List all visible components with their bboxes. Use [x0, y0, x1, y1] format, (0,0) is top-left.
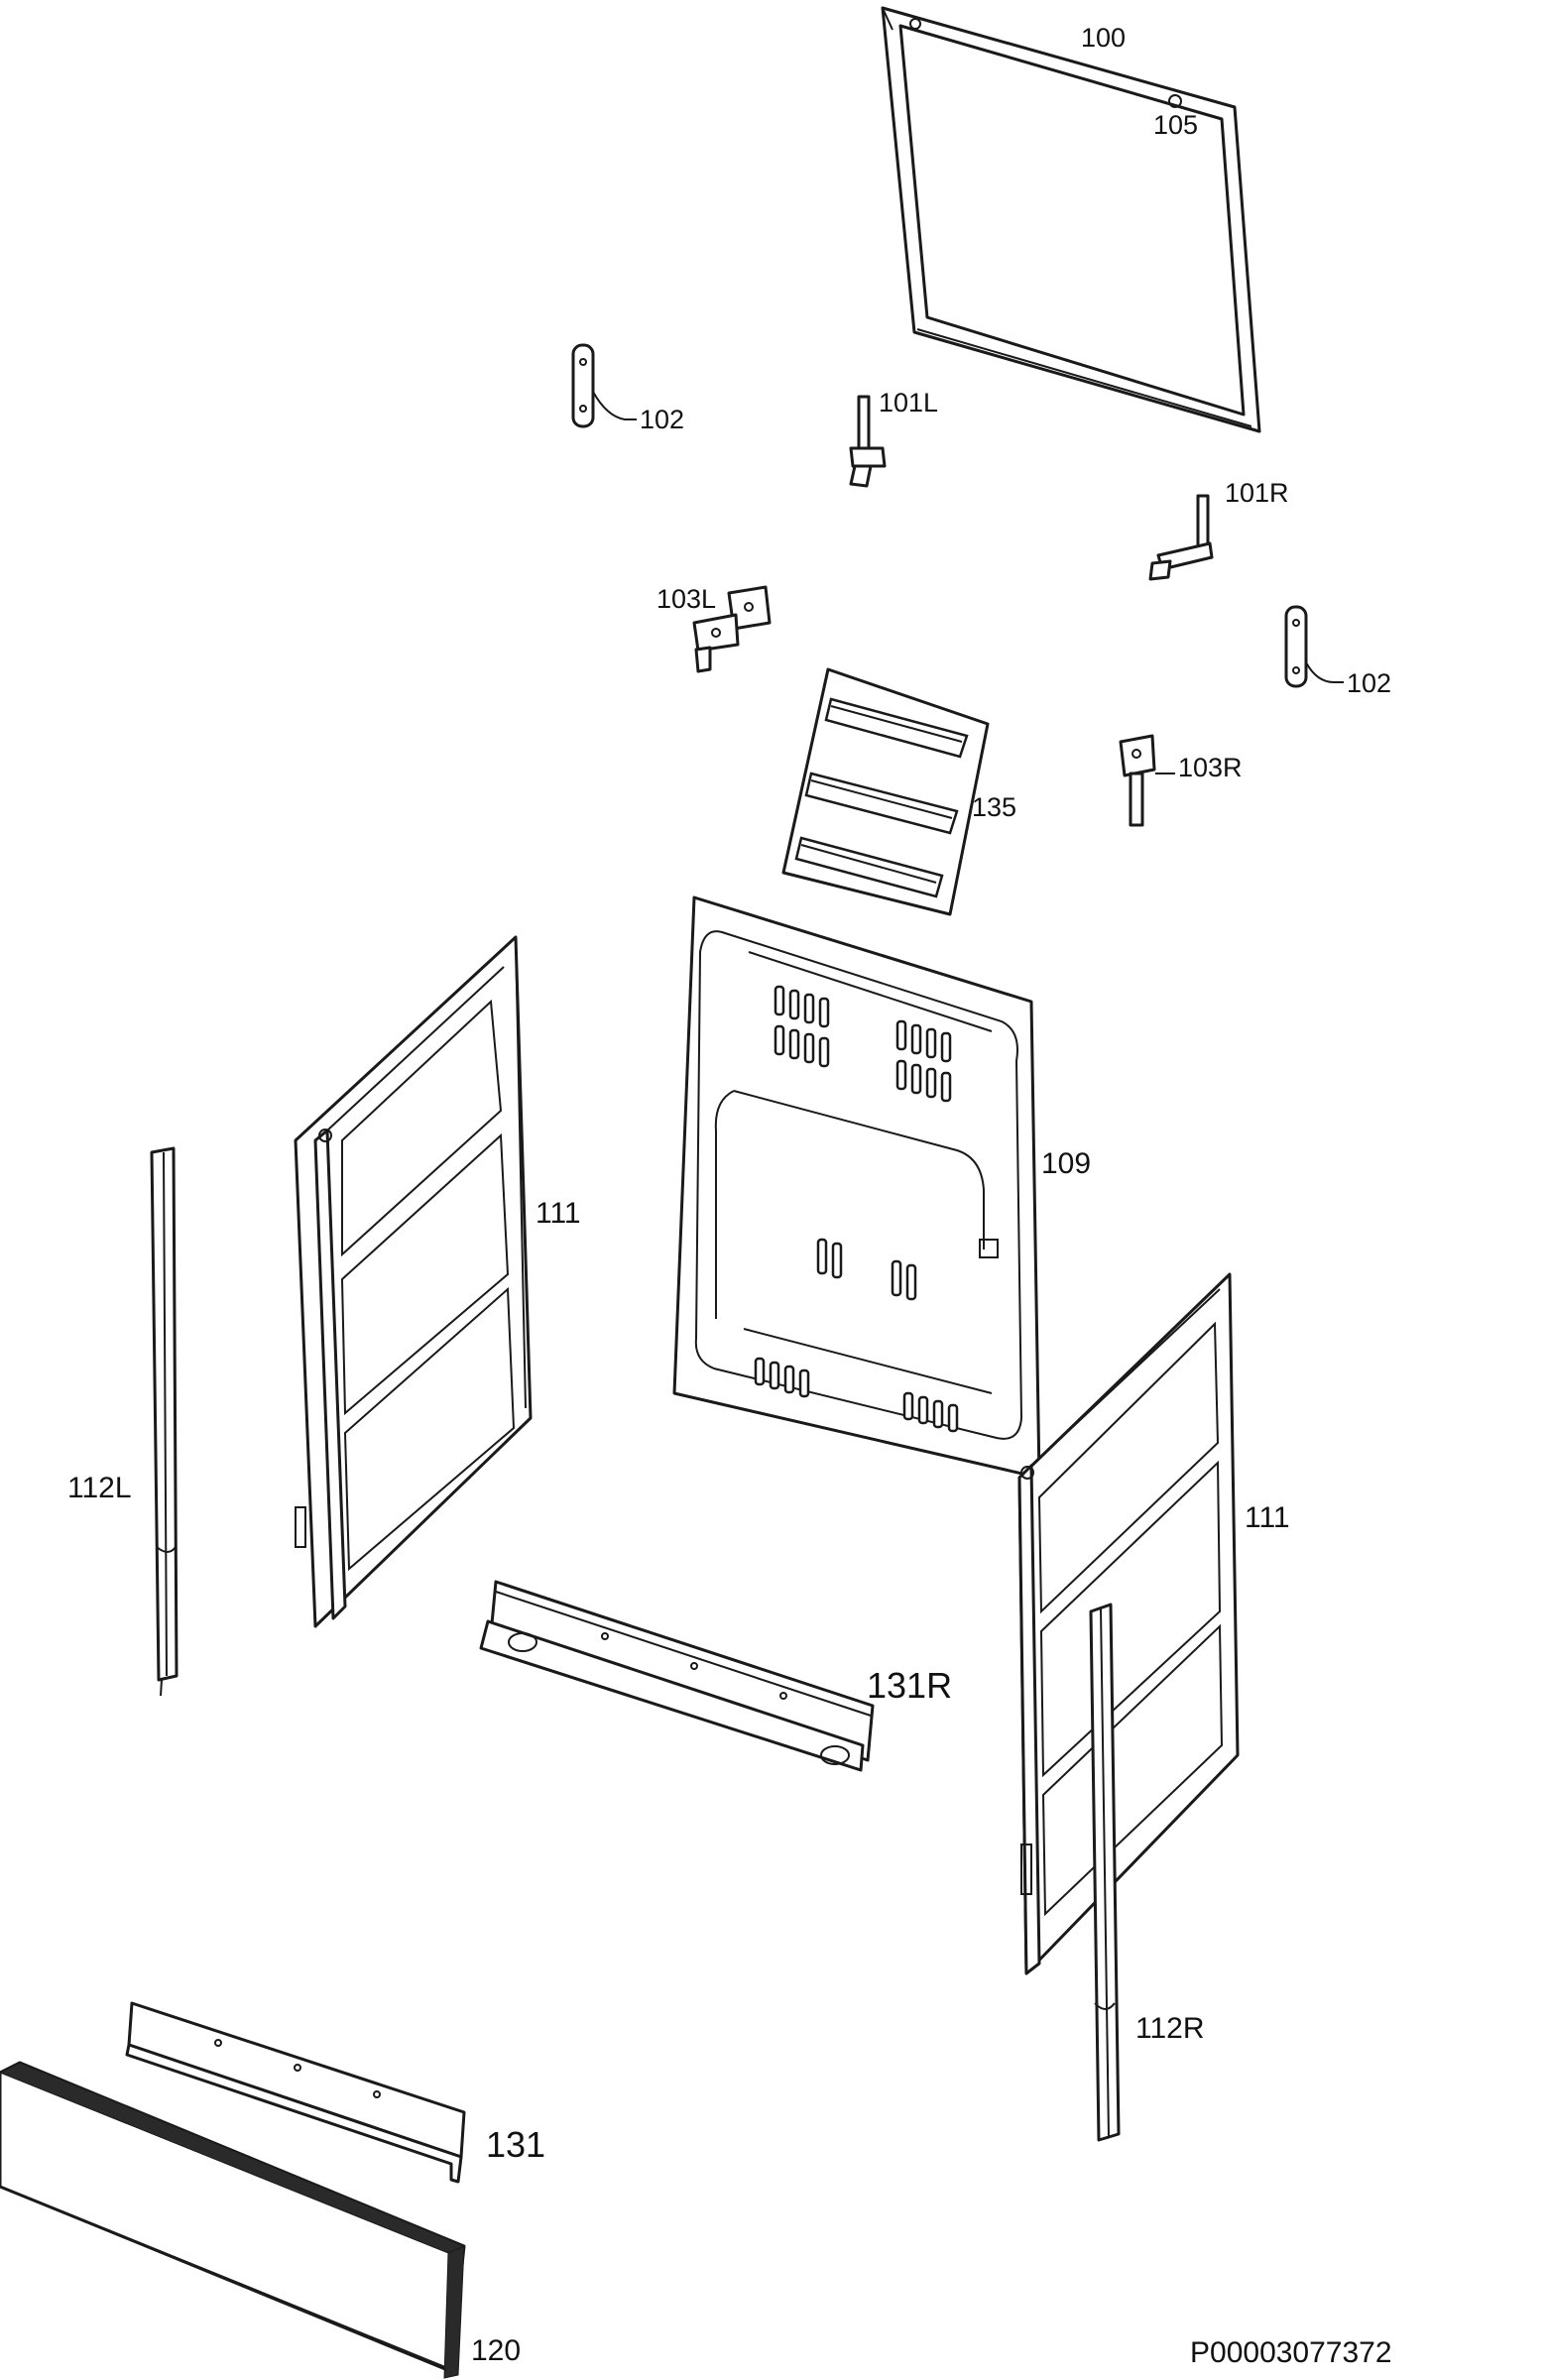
label-135: 135 — [972, 792, 1016, 822]
part-100-top-frame — [881, 6, 1261, 433]
part-102-right-bar — [1284, 605, 1344, 688]
label-100: 100 — [1081, 23, 1126, 53]
label-111-left: 111 — [536, 1197, 581, 1230]
label-102-upper: 102 — [640, 405, 684, 434]
label-101R: 101R — [1225, 478, 1289, 508]
label-109: 109 — [1041, 1147, 1091, 1180]
label-112R: 112R — [1135, 2012, 1205, 2045]
part-111-left-side-panel — [294, 935, 533, 1628]
part-131-front-rail — [125, 2001, 466, 2184]
part-102-upper-bar — [571, 343, 637, 428]
label-112L: 112L — [67, 1472, 132, 1504]
part-135-vent-panel — [781, 667, 990, 916]
part-103L-bracket — [692, 585, 772, 673]
part-101L-hinge — [849, 395, 887, 488]
part-103R-bracket — [1119, 734, 1175, 827]
label-103L: 103L — [656, 584, 716, 614]
label-120: 120 — [471, 2334, 521, 2367]
label-111-right: 111 — [1245, 1501, 1290, 1534]
label-131: 131 — [486, 2124, 545, 2165]
part-111-right-side-panel — [1017, 1272, 1240, 1975]
label-131R: 131R — [867, 1665, 952, 1706]
label-103R: 103R — [1178, 753, 1243, 782]
label-101L: 101L — [879, 388, 938, 417]
part-112R-right-strip — [1089, 1603, 1121, 2142]
label-102-right: 102 — [1347, 668, 1391, 698]
part-112L-left-strip — [150, 1146, 179, 1697]
vent-slots — [754, 985, 959, 1433]
part-109-back-panel — [672, 895, 1041, 1480]
part-131R-lower-rail — [479, 1580, 875, 1772]
label-105: 105 — [1153, 110, 1198, 140]
part-120-kick-plate — [0, 2061, 466, 2379]
part-101R-hinge — [1148, 494, 1214, 581]
document-id: P00003077372 — [1190, 2336, 1392, 2369]
